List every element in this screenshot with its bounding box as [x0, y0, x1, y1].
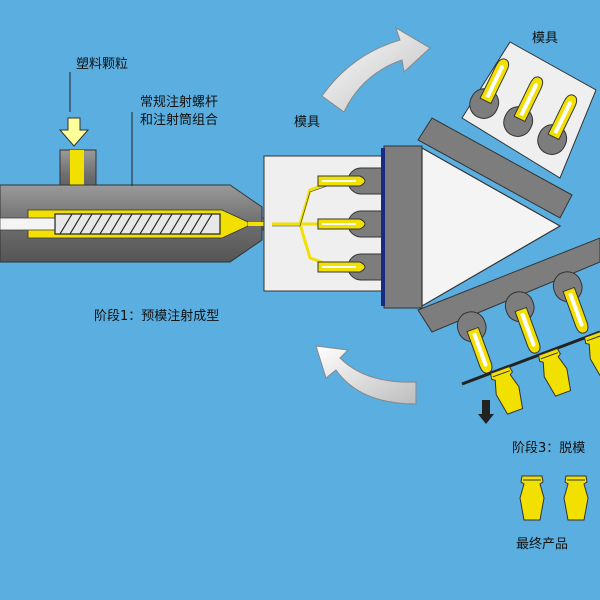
label-mold-left: 模具: [294, 115, 320, 130]
label-pellets: 塑料颗粒: [76, 57, 128, 72]
left-core-plate: [383, 145, 423, 309]
released-product-1: [488, 365, 527, 416]
released-product-2: [536, 347, 575, 398]
stretch-mold: [461, 41, 597, 179]
preform-mold: [263, 155, 399, 292]
released-product-3: [582, 329, 600, 380]
ejected-preform-3: [548, 267, 599, 339]
label-screw-line2: 和注射筒组合: [140, 112, 218, 128]
stripper-rail: [461, 330, 600, 386]
core-triangle: [421, 146, 562, 308]
label-final-product: 最终产品: [516, 536, 568, 552]
rotating-core-plate: [381, 117, 600, 333]
screw-shaft: [0, 217, 61, 231]
label-screw-line1: 常规注射螺杆: [140, 94, 218, 110]
ejected-preform-1: [452, 307, 503, 379]
label-stage3: 阶段3：脱模: [512, 441, 585, 456]
final-product-2: [563, 475, 589, 521]
rotate-arrow-top-icon: [321, 26, 431, 113]
final-products: [519, 475, 589, 521]
label-mold-right: 模具: [532, 31, 558, 46]
label-stage1: 阶段1：预模注射成型: [94, 308, 219, 324]
upper-core-plate: [417, 117, 573, 219]
ejection-stage: [452, 267, 600, 424]
ejected-preform-2: [500, 287, 551, 359]
injection-unit: [0, 117, 273, 263]
pellet-feed-arrow-icon: [58, 117, 90, 147]
final-product-1: [519, 475, 545, 521]
rotate-arrow-bottom-icon: [315, 345, 417, 405]
screw-flights: [54, 213, 221, 235]
lower-core-plate: [417, 237, 600, 333]
eject-direction-icon: [478, 400, 494, 424]
